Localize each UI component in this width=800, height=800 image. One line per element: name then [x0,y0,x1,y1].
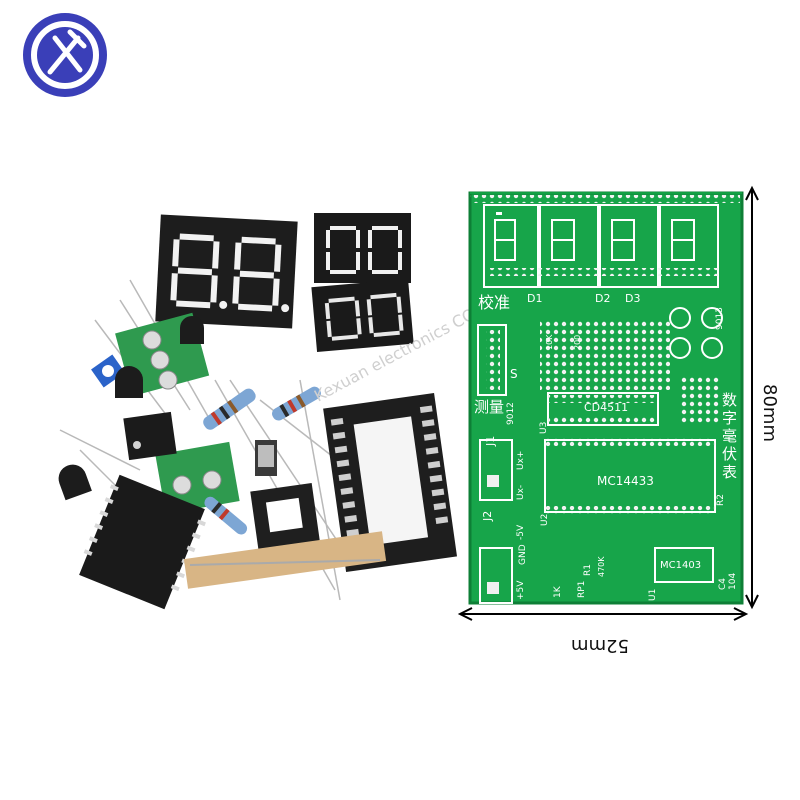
pcb-label-ux-plus: Ux+ [516,451,526,470]
pcb-label-r10k: 10K [545,334,554,350]
ic-socket-8pin [250,482,320,550]
brand-logo [23,13,107,97]
pcb-label-r2: R2 [716,494,726,506]
pcb-board: 校准 测量 D1 D2 D3 CD4511 MC14433 MC1403 S J… [468,191,744,605]
pcb-label-minus5v: -5V [516,524,526,540]
pcb-title-char-1: 数 [722,391,737,409]
pcb-label-measure: 测量 [474,398,504,416]
dimension-height-label: 80mm [759,384,780,442]
pcb-label-r470k: 470K [597,556,606,577]
seven-segment-display-large [155,214,298,329]
pcb-label-j1: J1 [484,436,497,447]
pcb-label-d2: D2 [595,292,610,305]
ic-mc1403 [123,411,177,461]
potentiometer [91,354,125,388]
pcb-label-s: S [510,367,518,381]
resistor-tape-strip [183,531,387,589]
dimension-width-label: 52mm [571,635,629,656]
pcb-label-r1: R1 [583,564,593,576]
transistors [58,316,204,501]
pcb-title-char-5: 表 [722,463,737,481]
pcb-label-u1: U1 [648,589,658,601]
pcb-label-rp1: RP1 [577,581,587,598]
dimension-width: 52mm [457,607,749,656]
pcb-title-char-3: 毫 [722,427,737,445]
ic-socket-24pin [323,393,458,572]
pcb-label-mc14433: MC14433 [597,474,654,488]
pcb-label-mc1403: MC1403 [660,560,701,571]
pcb-label-cd4511: CD4511 [584,401,628,414]
pcb-title-char-4: 伏 [722,445,737,463]
seven-segment-display-small [311,213,414,353]
pcb-label-q9012: 9012 [506,402,516,425]
resistors [203,386,321,535]
slide-switch [255,440,277,476]
pcb-label-q9013: 9013 [715,307,725,330]
pcb-label-d3: D3 [625,292,640,305]
pcb-label-c104: 104 [728,573,738,590]
pcb-label-c4: C4 [718,578,728,590]
pcb-label-ux-minus: Ux- [516,485,526,500]
dimension-height: 80mm [745,185,780,610]
pcb-label-u2: U2 [540,514,550,526]
pcb-label-d1: D1 [527,292,542,305]
pcb-label-plus5v: +5V [516,580,526,600]
pcb-title-char-2: 字 [722,409,737,427]
pcb-label-j2: J2 [481,511,494,522]
pcb-label-gnd: GND [518,544,528,565]
pcb-label-u3: U3 [539,422,549,434]
pcb-label-calib: 校准 [478,293,510,312]
pcb-label-r1k: 1K [553,585,563,598]
pcb-label-r200: 200 [573,335,582,350]
